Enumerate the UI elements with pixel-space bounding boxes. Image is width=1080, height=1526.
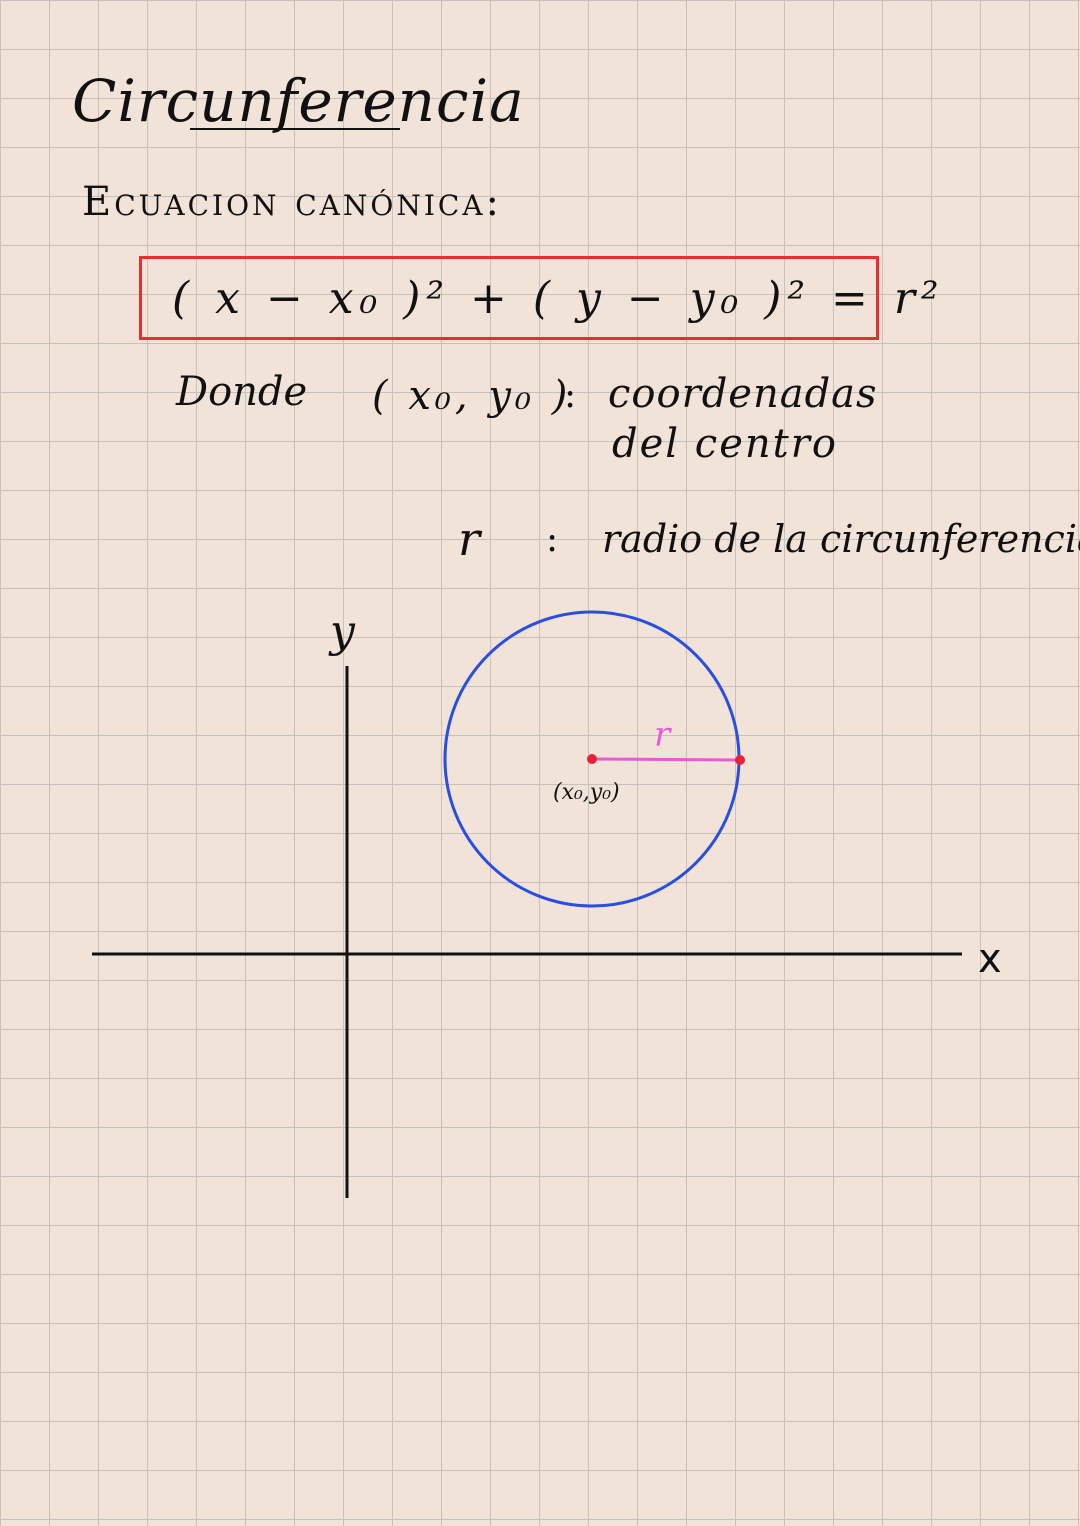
radius-segment [591, 757, 741, 762]
center-separator: : [564, 375, 577, 416]
x-axis-label: x [978, 936, 1002, 982]
center-point [587, 754, 597, 764]
center-symbol: ( x₀, y₀ ) [372, 373, 572, 419]
canonical-equation: ( x − x₀ )² + ( y − y₀ )² = r² [172, 273, 945, 324]
where-label: Donde [176, 369, 308, 415]
radius-label: r [654, 715, 672, 755]
edge-point [735, 755, 745, 765]
formula-box: ( x − x₀ )² + ( y − y₀ )² = r² [139, 256, 939, 340]
radius-description: radio de la circunferencia [602, 517, 1080, 561]
subtitle: Ecuacion canónica: [82, 179, 503, 225]
title-underline [190, 128, 400, 130]
page-title: Circunferencia [72, 67, 525, 135]
radius-symbol: r [458, 512, 480, 566]
center-description-line2: del centro [612, 421, 838, 467]
center-description-line1: coordenadas [608, 371, 878, 417]
y-axis-label: y [328, 606, 356, 657]
center-label: (x₀,y₀) [553, 780, 620, 805]
radius-separator: : [546, 519, 559, 560]
